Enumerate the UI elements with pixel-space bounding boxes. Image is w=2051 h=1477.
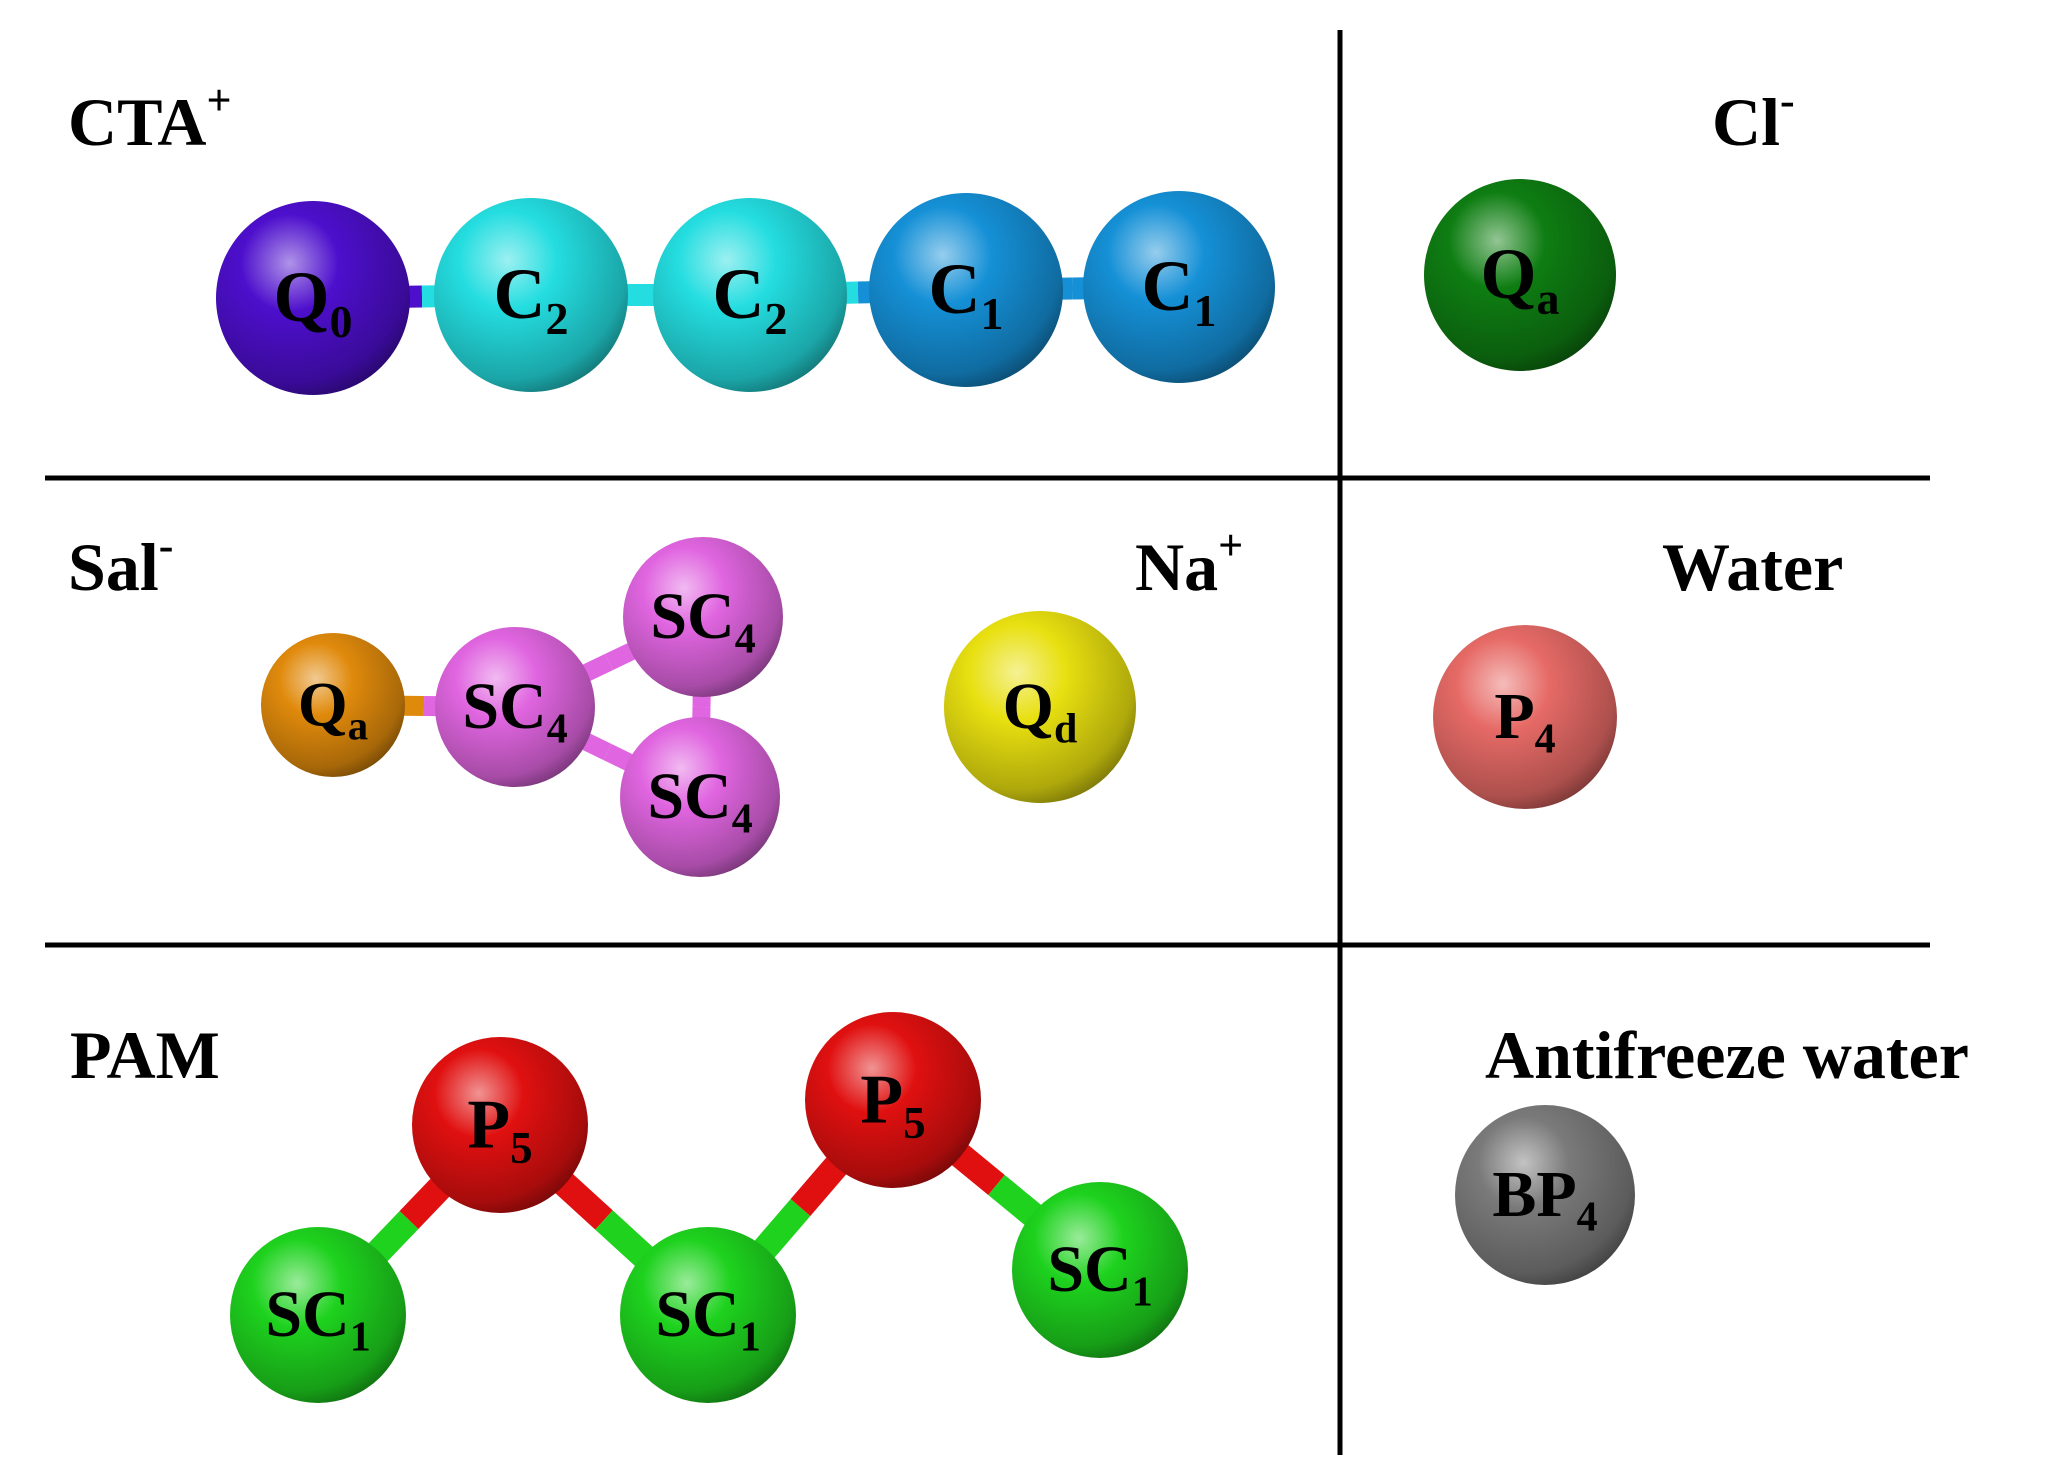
sal-bead-4: SC4 xyxy=(620,717,780,877)
cta-bead-3-label: C2 xyxy=(713,254,788,344)
title-cl: Cl- xyxy=(1712,76,1795,160)
pam-bead-4: P5 xyxy=(805,1012,981,1188)
cta-bead-5-sphere xyxy=(1083,191,1275,383)
sal-bead-3-sphere xyxy=(623,537,783,697)
title-pam: PAM xyxy=(70,1017,220,1093)
sal-bead-1: Qa xyxy=(261,633,405,777)
cta-bead-3-sphere xyxy=(653,198,847,392)
sal-bead-1-sphere xyxy=(261,633,405,777)
pam-bead-1-sphere xyxy=(230,1227,406,1403)
cl-bead-sphere xyxy=(1424,179,1616,371)
antifreeze-bead-label: BP4 xyxy=(1492,1158,1597,1241)
title-cta: CTA+ xyxy=(68,76,232,160)
title-antifreeze: Antifreeze water xyxy=(1485,1017,1969,1093)
pam-bead-5-sphere xyxy=(1012,1182,1188,1358)
sal-bead-4-label: SC4 xyxy=(647,760,752,843)
pam-bead-5-label: SC1 xyxy=(1047,1233,1152,1316)
pam-bead-4-label: P5 xyxy=(860,1061,925,1147)
title-water: Water xyxy=(1662,529,1843,605)
cl-bead-label: Qa xyxy=(1480,234,1559,324)
cta-bead-2-sphere xyxy=(434,198,628,392)
cta-bead-4-label: C1 xyxy=(929,249,1004,339)
cta-bead-1-sphere xyxy=(216,201,410,395)
pam-bead-5: SC1 xyxy=(1012,1182,1188,1358)
cta-bead-5-label: C1 xyxy=(1142,246,1217,336)
pam-bead-3-label: SC1 xyxy=(655,1278,760,1361)
cl-bead: Qa xyxy=(1424,179,1616,371)
pam-bead-3-sphere xyxy=(620,1227,796,1403)
title-sal: Sal- xyxy=(68,521,173,605)
pam-bead-1: SC1 xyxy=(230,1227,406,1403)
na-bead: Qd xyxy=(944,611,1136,803)
water-bead: P4 xyxy=(1433,625,1617,809)
cta-bead-2: C2 xyxy=(434,198,628,392)
cta-bead-3: C2 xyxy=(653,198,847,392)
water-bead-sphere xyxy=(1433,625,1617,809)
pam-bead-3: SC1 xyxy=(620,1227,796,1403)
pam-bead-2: P5 xyxy=(412,1037,588,1213)
water-bead-label: P4 xyxy=(1494,680,1555,763)
pam-bead-1-label: SC1 xyxy=(265,1278,370,1361)
sal-bead-2-label: SC4 xyxy=(462,670,567,753)
title-na: Na+ xyxy=(1135,521,1243,605)
pam-bead-2-sphere xyxy=(412,1037,588,1213)
na-bead-sphere xyxy=(944,611,1136,803)
cta-bead-5: C1 xyxy=(1083,191,1275,383)
cta-bead-1-label: Q0 xyxy=(273,257,352,347)
sal-bead-4-sphere xyxy=(620,717,780,877)
cta-bead-2-label: C2 xyxy=(494,254,569,344)
antifreeze-bead: BP4 xyxy=(1455,1105,1635,1285)
na-bead-label: Qd xyxy=(1003,670,1078,753)
pam-bead-4-sphere xyxy=(805,1012,981,1188)
cta-bead-1: Q0 xyxy=(216,201,410,395)
sal-bead-1-label: Qa xyxy=(298,668,368,748)
cta-bead-4: C1 xyxy=(869,193,1063,387)
sal-bead-3: SC4 xyxy=(623,537,783,697)
sal-bead-3-label: SC4 xyxy=(650,580,755,663)
antifreeze-bead-sphere xyxy=(1455,1105,1635,1285)
pam-bead-2-label: P5 xyxy=(467,1086,532,1172)
cta-bead-4-sphere xyxy=(869,193,1063,387)
sal-bead-2-sphere xyxy=(435,627,595,787)
sal-bead-2: SC4 xyxy=(435,627,595,787)
